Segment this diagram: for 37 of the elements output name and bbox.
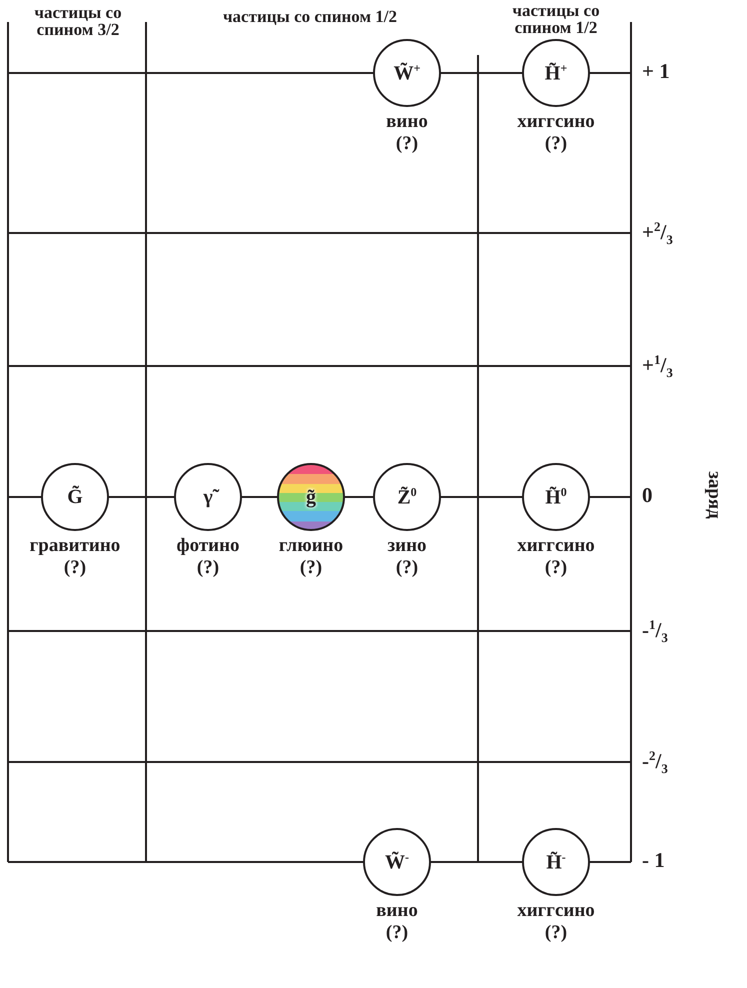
- particle-name: (?): [62, 557, 88, 579]
- particle-circle: W̃$^{+}$: [373, 39, 441, 107]
- particle-name: фотино: [175, 535, 241, 557]
- particle-name: (?): [298, 557, 324, 579]
- particle-name: вино: [375, 900, 419, 922]
- column-header: частицы со спином 3/2: [33, 4, 123, 38]
- column-header: частицы со спином 1/2: [511, 2, 601, 36]
- charge-tick-label: + 1: [642, 59, 670, 84]
- column-header: частицы со спином 1/2: [222, 8, 398, 25]
- particle-circle: γ̃: [174, 463, 242, 531]
- particle-name: глюино: [278, 535, 344, 557]
- particle-name: хиггсино: [516, 900, 596, 922]
- particle-circle: W̃$^{-}$: [363, 828, 431, 896]
- charge-tick-label: +$^{2}$/$_{3}$: [642, 219, 673, 248]
- axis-title: заряд: [702, 471, 725, 519]
- particle-name: хиггсино: [516, 111, 596, 133]
- particle-name: (?): [544, 557, 568, 579]
- particle-name: хиггсино: [516, 535, 596, 557]
- particle-name: (?): [196, 557, 220, 579]
- particle-circle: H̃$^{+}$: [522, 39, 590, 107]
- particle-name: (?): [394, 557, 420, 579]
- particle-name: (?): [544, 922, 568, 944]
- particle-name: гравитино: [28, 535, 122, 557]
- particle-circle: Z̃$^{0}$: [373, 463, 441, 531]
- charge-tick-label: -$^{1}$/$_{3}$: [642, 617, 668, 646]
- particle-circle: H̃$^{0}$: [522, 463, 590, 531]
- particle-circle: H̃$^{-}$: [522, 828, 590, 896]
- charge-tick-label: -$^{2}$/$_{3}$: [642, 748, 668, 778]
- charge-tick-label: - 1: [642, 848, 665, 873]
- particle-name: (?): [394, 133, 420, 155]
- particle-circle: G̃: [41, 463, 109, 531]
- particle-name: (?): [544, 133, 568, 155]
- particle-name: вино: [385, 111, 429, 133]
- charge-tick-label: +$^{1}$/$_{3}$: [642, 352, 673, 382]
- particle-name: зино: [386, 535, 428, 557]
- charge-tick-label: 0: [642, 483, 652, 508]
- particle-name: (?): [384, 922, 410, 944]
